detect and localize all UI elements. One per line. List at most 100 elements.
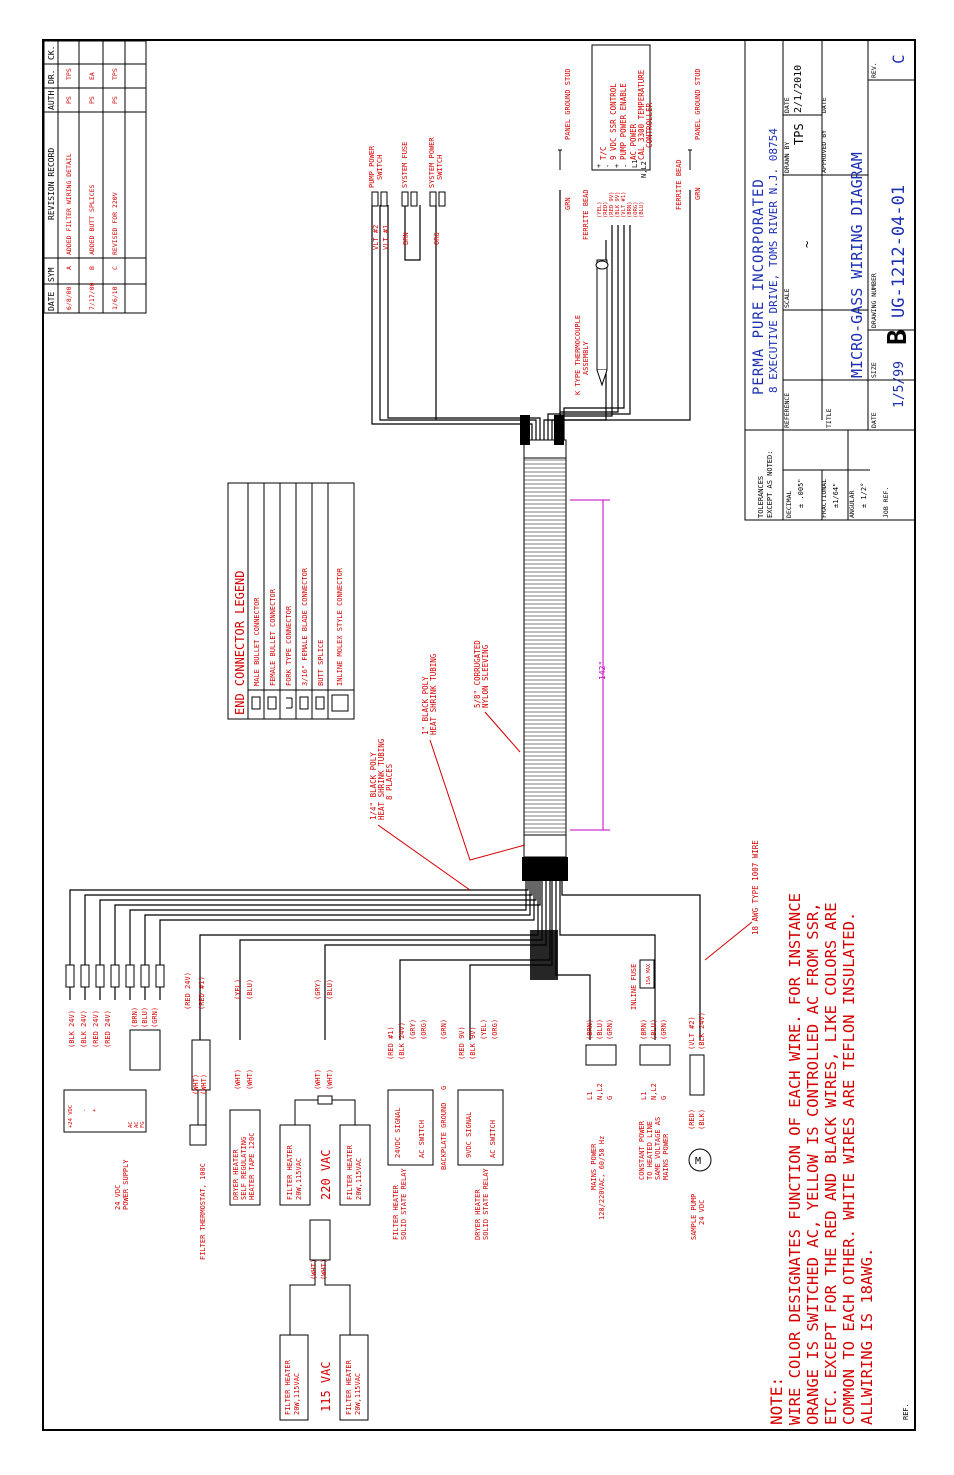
heater115-wire: (WHT)	[320, 1259, 328, 1280]
backplate-mark: G	[440, 1086, 448, 1090]
fuse-label: INLINE FUSE	[630, 964, 638, 1010]
rev-row-auth: PS	[88, 96, 96, 104]
pump-wire: (VLT #2)	[688, 1016, 696, 1050]
rev-header-sym: SYM	[47, 267, 56, 282]
fssr-label: SOLID STATE RELAY	[400, 1168, 408, 1240]
quarter-tubing-label: 8 PLACES	[385, 763, 394, 800]
fssr-wire: (RED #1)	[387, 1026, 395, 1060]
heater220-label: 20W,115VAC	[355, 1158, 363, 1200]
rev-row-dr: EA	[88, 72, 96, 80]
heater220-wire: (GRY)	[314, 979, 322, 1000]
sleeving-label: NYLON SLEEVING	[481, 644, 490, 708]
rev-row-auth: PS	[65, 96, 73, 104]
thermostat-wire: (WHT)	[200, 1074, 208, 1095]
ps-terminal: -	[82, 1109, 88, 1112]
note-heading: NOTE:	[767, 1377, 786, 1425]
cp-label: SAME VOLTAGE AS	[654, 1117, 662, 1180]
thermocouple-probe	[596, 259, 608, 371]
thermocouple-label: K TYPE THERMOCOUPLE	[574, 315, 582, 395]
power-supply-label: 24 VDC	[114, 1185, 122, 1210]
rev-row-dr: TPS	[111, 68, 119, 80]
note: NOTE: WIRE COLOR DESIGNATES FUNCTION OF …	[767, 893, 876, 1425]
thermostat-body	[189, 1124, 207, 1146]
rev-row-sym: A	[65, 266, 73, 270]
male-bullet-icon	[251, 696, 261, 710]
thermostat-wire: (WHT)	[192, 1074, 200, 1095]
ps-terminal: +24 VDC	[68, 1105, 74, 1128]
drawn-by-label: DRAWN BY	[783, 142, 791, 173]
legend-item: INLINE MOLEX STYLE CONNECTOR	[336, 567, 344, 686]
drawing-title: MICRO-GASS WIRING DIAGRAM	[848, 152, 866, 378]
terminal-mark: +	[595, 164, 603, 168]
heater115-label: 20W,115VAC	[354, 1373, 362, 1415]
thermostat-label: FILTER THERMOSTAT, 100C	[199, 1163, 207, 1260]
heater220-label: FILTER HEATER	[346, 1144, 354, 1200]
rev-header-desc: REVISION RECORD	[47, 148, 56, 220]
decimal-label: DECIMAL	[785, 491, 793, 518]
length-dimension-label: 142"	[598, 661, 607, 680]
title-label: TITLE	[825, 408, 833, 428]
panel-ground-label: PANEL GROUND STUD	[694, 68, 702, 140]
constant-power-connector	[639, 1044, 671, 1066]
thermocouple-label: ASSEMBLY	[582, 340, 590, 375]
controller-wire-label: (RED)	[603, 201, 609, 218]
ps-wire-label: (GRN)	[151, 1007, 159, 1028]
ps-terminal: FG	[140, 1121, 146, 1128]
legend-item: FEMALE BULLET CONNECTOR	[269, 588, 277, 686]
mains-label: 120/220VAC, 60/50 Hz	[598, 1136, 606, 1220]
ps-wire-label: (BLU)	[141, 1007, 149, 1028]
sleeving-label: 5/8" CORRUGATED	[473, 640, 482, 708]
controller-terminal-label: CONTROLLER	[645, 102, 654, 148]
mains-terminal: L1	[586, 1092, 594, 1100]
heater115-label: 20W,115VAC	[293, 1373, 301, 1415]
scale-label: SCALE	[783, 288, 791, 308]
inline-fuse-icon	[639, 959, 655, 989]
except-label: EXCEPT AS NOTED:	[766, 451, 774, 518]
controller-wire-label: (BLK 9V)	[615, 192, 621, 219]
controller-wire-label: (BLU)	[639, 201, 645, 218]
rev-row-desc: ADDED FILTER WIRING DETAIL	[65, 153, 73, 255]
cp-terminal: G	[660, 1096, 668, 1100]
ground-stud-icon	[688, 149, 692, 170]
quarter-tubing-label: 1/4" BLACK POLY	[369, 752, 378, 820]
org-wire-label: ORG	[433, 232, 441, 245]
note-line: ORANGE IS SWITCHED AC, YELLOW IS CONTROL…	[804, 902, 822, 1425]
rev-row-desc: ADDED BUTT SPLICES	[88, 184, 96, 255]
one-inch-tubing-label: HEAT SHRINK TUBING	[429, 653, 438, 735]
pump-switch-connector	[371, 191, 379, 207]
rev-row-date: 1/6/10	[111, 286, 119, 310]
motor-mark: M	[695, 1156, 701, 1167]
ferrite-bead-label: FERRITE BEAD	[582, 189, 590, 240]
fssr-wire: (GRY)	[409, 1019, 417, 1040]
mains-wire: (BRN)	[586, 1019, 594, 1040]
angular-value: ± 1/2°	[860, 483, 868, 508]
heater220-wire: (WHT)	[314, 1069, 322, 1090]
heater115-label: FILTER HEATER	[345, 1359, 353, 1415]
ferrite-bead-label: FERRITE BEAD	[675, 159, 683, 210]
rev-row-sym: B	[88, 266, 96, 270]
power-supply-connector	[129, 1029, 161, 1071]
ps-wire-label: (RED 24V)	[104, 1010, 112, 1048]
dssr-wire: (ORG)	[491, 1019, 499, 1040]
dryer-heater-tape	[229, 1109, 261, 1206]
fuse-connector	[401, 191, 409, 207]
mains-terminal: G	[606, 1096, 614, 1100]
legend-title: END CONNECTOR LEGEND	[233, 571, 247, 716]
dryer-ssr	[457, 1089, 504, 1166]
bottom-components: (BLK 24V) (BLK 24V) (RED 24V) (RED 24V) …	[63, 959, 712, 1421]
power-supply-label: POWER SUPPLY	[122, 1159, 130, 1210]
mains-wire: (BLU)	[596, 1019, 604, 1040]
pump-connector	[689, 1054, 705, 1096]
backplate-wire: (GRN)	[440, 1019, 448, 1040]
terminal-mark: -	[622, 164, 630, 168]
note-line: COMMON TO EACH OTHER. WHITE WIRES ARE TE…	[840, 912, 858, 1425]
date3-label: DATE	[820, 97, 828, 113]
filter-heater-115-b	[339, 1334, 369, 1421]
note-line: WIRE COLOR DESIGNATES FUNCTION OF EACH W…	[786, 893, 804, 1425]
date2-value: 2/1/2010	[793, 65, 804, 113]
system-power-switch-label: SYSTEM POWER	[428, 137, 436, 188]
sleeve-end-bottom	[523, 834, 567, 858]
power-supply-terminals	[63, 1089, 147, 1133]
heat-shrink-bottom	[522, 857, 568, 881]
